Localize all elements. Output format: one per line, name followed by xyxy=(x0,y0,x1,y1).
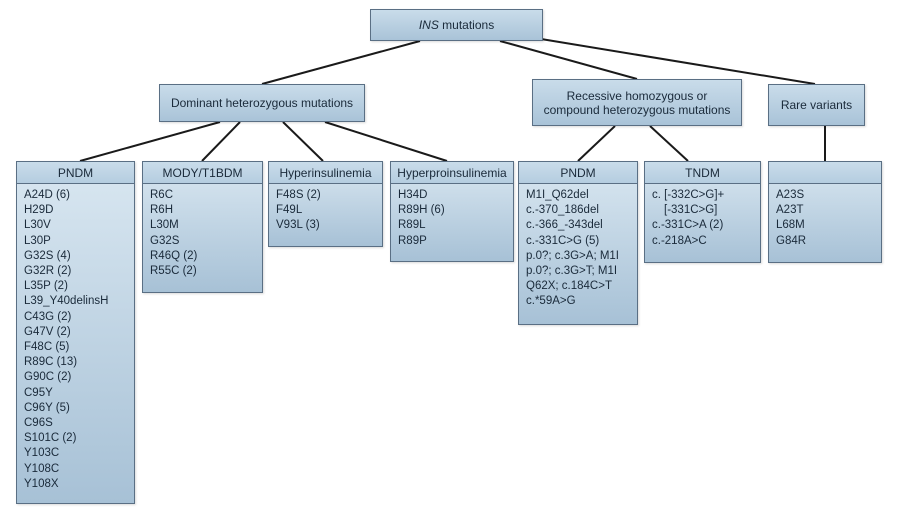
group-tndm: TNDM c. [-332C>G]+ [-331C>G] c.-331C>A (… xyxy=(644,161,761,263)
list-item: S101C (2) xyxy=(24,432,77,445)
group-title xyxy=(769,162,881,184)
group-items: A23S A23T L68M G84R xyxy=(769,184,881,249)
group-title: Hyperproinsulinemia xyxy=(391,162,513,184)
list-item: C43G (2) xyxy=(24,310,72,323)
list-item: F48S (2) xyxy=(276,189,321,201)
list-item: L30V xyxy=(24,219,51,232)
list-item: L39_Y40delinsH xyxy=(24,295,109,308)
list-item: Q62X; c.184C>T xyxy=(526,280,612,293)
list-item: L30M xyxy=(150,219,179,232)
category-rare-label: Rare variants xyxy=(780,98,853,112)
list-item: [-331C>G] xyxy=(664,204,718,217)
group-mody-t1bdm: MODY/T1BDM R6C R6H L30M G32S R46Q (2) R5… xyxy=(142,161,263,293)
list-item: V93L (3) xyxy=(276,219,320,232)
category-rare: Rare variants xyxy=(768,84,865,126)
list-item: c.-370_186del xyxy=(526,204,599,217)
group-title: PNDM xyxy=(519,162,637,184)
list-item: R55C (2) xyxy=(150,265,197,278)
group-title: PNDM xyxy=(17,162,134,184)
list-item: G32R (2) xyxy=(24,265,72,278)
list-item: L35P (2) xyxy=(24,280,68,293)
list-item: p.0?; c.3G>T; M1I xyxy=(526,265,618,278)
connector-root-rare xyxy=(534,37,816,85)
list-item: c.-331C>A (2) xyxy=(652,219,724,232)
category-dominant-label: Dominant heterozygous mutations xyxy=(170,96,354,110)
list-item: c.-218A>C xyxy=(652,234,707,247)
list-item: Y108C xyxy=(24,462,60,475)
list-item: c.-331C>G (5) xyxy=(526,234,600,247)
list-item: c.*59A>G xyxy=(526,295,576,308)
list-item: G84R xyxy=(776,234,807,247)
list-item: c.-366_-343del xyxy=(526,219,603,232)
list-item: R89H (6) xyxy=(398,204,445,217)
category-dominant: Dominant heterozygous mutations xyxy=(159,84,365,122)
connector-dominant-pndm xyxy=(79,121,221,162)
list-item: H34D xyxy=(398,189,428,201)
list-item: G47V (2) xyxy=(24,325,71,338)
list-item: p.0?; c.3G>A; M1I xyxy=(526,249,620,262)
list-item: R89L xyxy=(398,219,426,232)
category-recessive-line1: Recessive homozygous or xyxy=(566,88,708,103)
list-item: A23T xyxy=(776,204,804,217)
root-node: INS mutations xyxy=(370,9,543,41)
list-item: M1I_Q62del xyxy=(526,189,589,201)
list-item: Y103C xyxy=(24,447,60,460)
list-item: A24D (6) xyxy=(24,189,71,201)
group-pndm-dominant: PNDM A24D (6) H29D L30V L30P G32S (4) G3… xyxy=(16,161,135,504)
list-item: Y108X xyxy=(24,477,59,490)
connector-root-recessive xyxy=(499,40,638,80)
list-item: R89P xyxy=(398,234,427,247)
list-item: C95Y xyxy=(24,386,53,399)
list-item: G90C (2) xyxy=(24,371,72,384)
list-item: c. [-332C>G]+ xyxy=(652,189,725,201)
list-item: G32S (4) xyxy=(24,249,71,262)
root-label: mutations xyxy=(438,18,495,32)
group-items: H34D R89H (6) R89L R89P xyxy=(391,184,513,249)
connector-recessive-pndm xyxy=(577,125,616,162)
list-item: F49L xyxy=(276,204,303,217)
connector-recessive-tndm xyxy=(649,125,689,162)
connector-dominant-hyperproinsulinemia xyxy=(324,121,448,162)
list-item: R46Q (2) xyxy=(150,249,198,262)
list-item: C96Y (5) xyxy=(24,401,70,414)
connector-dominant-hyperinsulinemia xyxy=(282,121,324,162)
group-hyperproinsulinemia: Hyperproinsulinemia H34D R89H (6) R89L R… xyxy=(390,161,514,262)
group-items: M1I_Q62del c.-370_186del c.-366_-343del … xyxy=(519,184,637,310)
list-item: G32S xyxy=(150,234,180,247)
list-item: C96S xyxy=(24,417,53,430)
list-item: A23S xyxy=(776,189,805,201)
group-title: TNDM xyxy=(645,162,760,184)
group-items: R6C R6H L30M G32S R46Q (2) R55C (2) xyxy=(143,184,262,279)
connector-dominant-mody xyxy=(201,121,241,162)
list-item: L68M xyxy=(776,219,805,232)
connector-root-dominant xyxy=(261,40,421,85)
category-recessive: Recessive homozygous or compound heteroz… xyxy=(532,79,742,126)
root-gene: INS xyxy=(418,18,439,32)
category-recessive-line2: compound heterozygous mutations xyxy=(543,102,731,117)
list-item: F48C (5) xyxy=(24,341,70,354)
list-item: R89C (13) xyxy=(24,356,78,369)
list-item: R6C xyxy=(150,189,174,201)
list-item: R6H xyxy=(150,204,174,217)
group-pndm-recessive: PNDM M1I_Q62del c.-370_186del c.-366_-34… xyxy=(518,161,638,325)
list-item: H29D xyxy=(24,204,54,217)
list-item: L30P xyxy=(24,234,51,247)
group-title: Hyperinsulinemia xyxy=(269,162,382,184)
group-items: F48S (2) F49L V93L (3) xyxy=(269,184,382,234)
group-title: MODY/T1BDM xyxy=(143,162,262,184)
group-rare-variants: A23S A23T L68M G84R xyxy=(768,161,882,263)
group-items: A24D (6) H29D L30V L30P G32S (4) G32R (2… xyxy=(17,184,134,492)
group-hyperinsulinemia: Hyperinsulinemia F48S (2) F49L V93L (3) xyxy=(268,161,383,247)
group-items: c. [-332C>G]+ [-331C>G] c.-331C>A (2) c.… xyxy=(645,184,760,249)
